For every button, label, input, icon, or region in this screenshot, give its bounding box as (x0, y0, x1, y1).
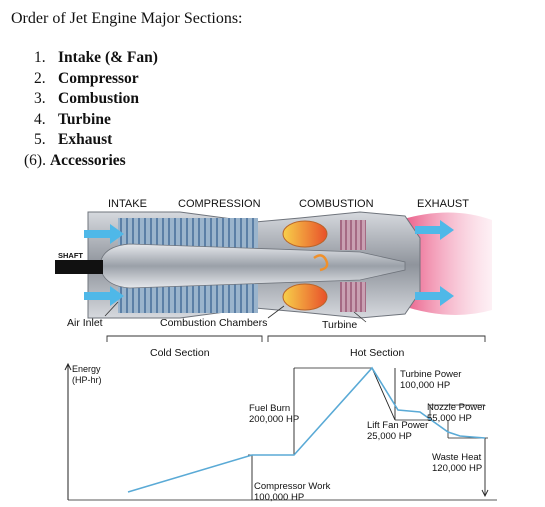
list-item: 4. Turbine (34, 110, 158, 131)
stage-label-intake: INTAKE (108, 198, 147, 210)
energy-axis-label: Energy (72, 364, 101, 374)
shaft (55, 260, 103, 274)
compressor-blades-top (118, 218, 258, 248)
exhaust-plume (400, 212, 492, 315)
cold-section-label: Cold Section (150, 347, 210, 359)
list-item: 5. Exhaust (34, 130, 158, 151)
compressor-work-value: 100,000 HP (254, 492, 304, 503)
list-label: Accessories (49, 151, 126, 169)
waste-heat-value: 120,000 HP (432, 463, 482, 474)
document-title: Order of Jet Engine Major Sections: (11, 10, 243, 27)
fuel-burn-value: 200,000 HP (249, 414, 299, 425)
exhaust-arrow-top (415, 220, 454, 240)
list-label: Combustion (58, 90, 139, 107)
fuel-burn-label: Fuel Burn (249, 403, 290, 414)
hot-section-bracket (267, 335, 486, 342)
intake-arrow-top (84, 224, 124, 244)
list-item: 3. Combustion (34, 89, 158, 110)
combustion-chamber-top (282, 220, 328, 248)
callout-air-inlet: Air Inlet (67, 317, 103, 329)
list-number: 2. (34, 69, 46, 87)
list-label: Turbine (58, 110, 111, 128)
lift-fan-power-label: Lift Fan Power (367, 420, 428, 431)
list-number: 5. (34, 131, 46, 148)
list-label: Compressor (58, 69, 139, 87)
callout-line-turbine (353, 311, 367, 323)
cold-section-bracket (106, 335, 263, 342)
section-list: 1. Intake (& Fan) 2. Compressor 3. Combusti… (24, 48, 158, 172)
shaft-label: SHAFT (58, 251, 83, 260)
list-number: 3. (34, 90, 46, 107)
lift-fan-power-value: 25,000 HP (367, 431, 412, 442)
list-item: (6).Accessories (24, 151, 158, 172)
energy-axis-unit: (HP-hr) (72, 375, 102, 385)
callout-combustion-chambers: Combustion Chambers (160, 317, 267, 329)
turbine-power-value: 100,000 HP (400, 380, 450, 391)
swirl-arrow (313, 254, 329, 272)
turbine-drop (371, 367, 396, 421)
engine-cutaway (55, 211, 492, 319)
callout-line-combustion-chambers (267, 305, 285, 319)
energy-line (127, 366, 486, 493)
stage-label-exhaust: EXHAUST (417, 198, 469, 210)
exhaust-arrow-bottom (415, 286, 454, 306)
turbine-blades-bottom (340, 282, 366, 312)
nozzle-power-label: Nozzle Power (427, 402, 486, 413)
energy-axis-arrowhead (64, 362, 72, 371)
stage-label-combustion: COMBUSTION (299, 198, 374, 210)
list-number: (6). (24, 151, 46, 169)
combustion-chamber-bottom (282, 283, 328, 311)
list-number: 4. (34, 110, 46, 128)
list-item: 1. Intake (& Fan) (34, 48, 158, 69)
engine-spool (99, 243, 406, 289)
turbine-blades-top (340, 220, 366, 250)
callout-turbine: Turbine (322, 319, 357, 331)
turbine-power-label: Turbine Power (400, 369, 461, 380)
hot-section-label: Hot Section (350, 347, 404, 359)
list-label: Intake (& Fan) (58, 49, 158, 66)
energy-chart (64, 362, 497, 501)
intake-arrow-bottom (84, 286, 124, 306)
list-label: Exhaust (58, 131, 113, 148)
list-item: 2. Compressor (34, 69, 158, 90)
waste-heat-arrowhead (481, 489, 489, 498)
list-number: 1. (34, 49, 46, 66)
stage-label-compression: COMPRESSION (178, 198, 261, 210)
nozzle-power-value: 55,000 HP (427, 413, 472, 424)
compressor-work-label: Compressor Work (254, 481, 331, 492)
waste-heat-label: Waste Heat (432, 452, 482, 463)
callout-line-air-inlet (104, 301, 119, 317)
